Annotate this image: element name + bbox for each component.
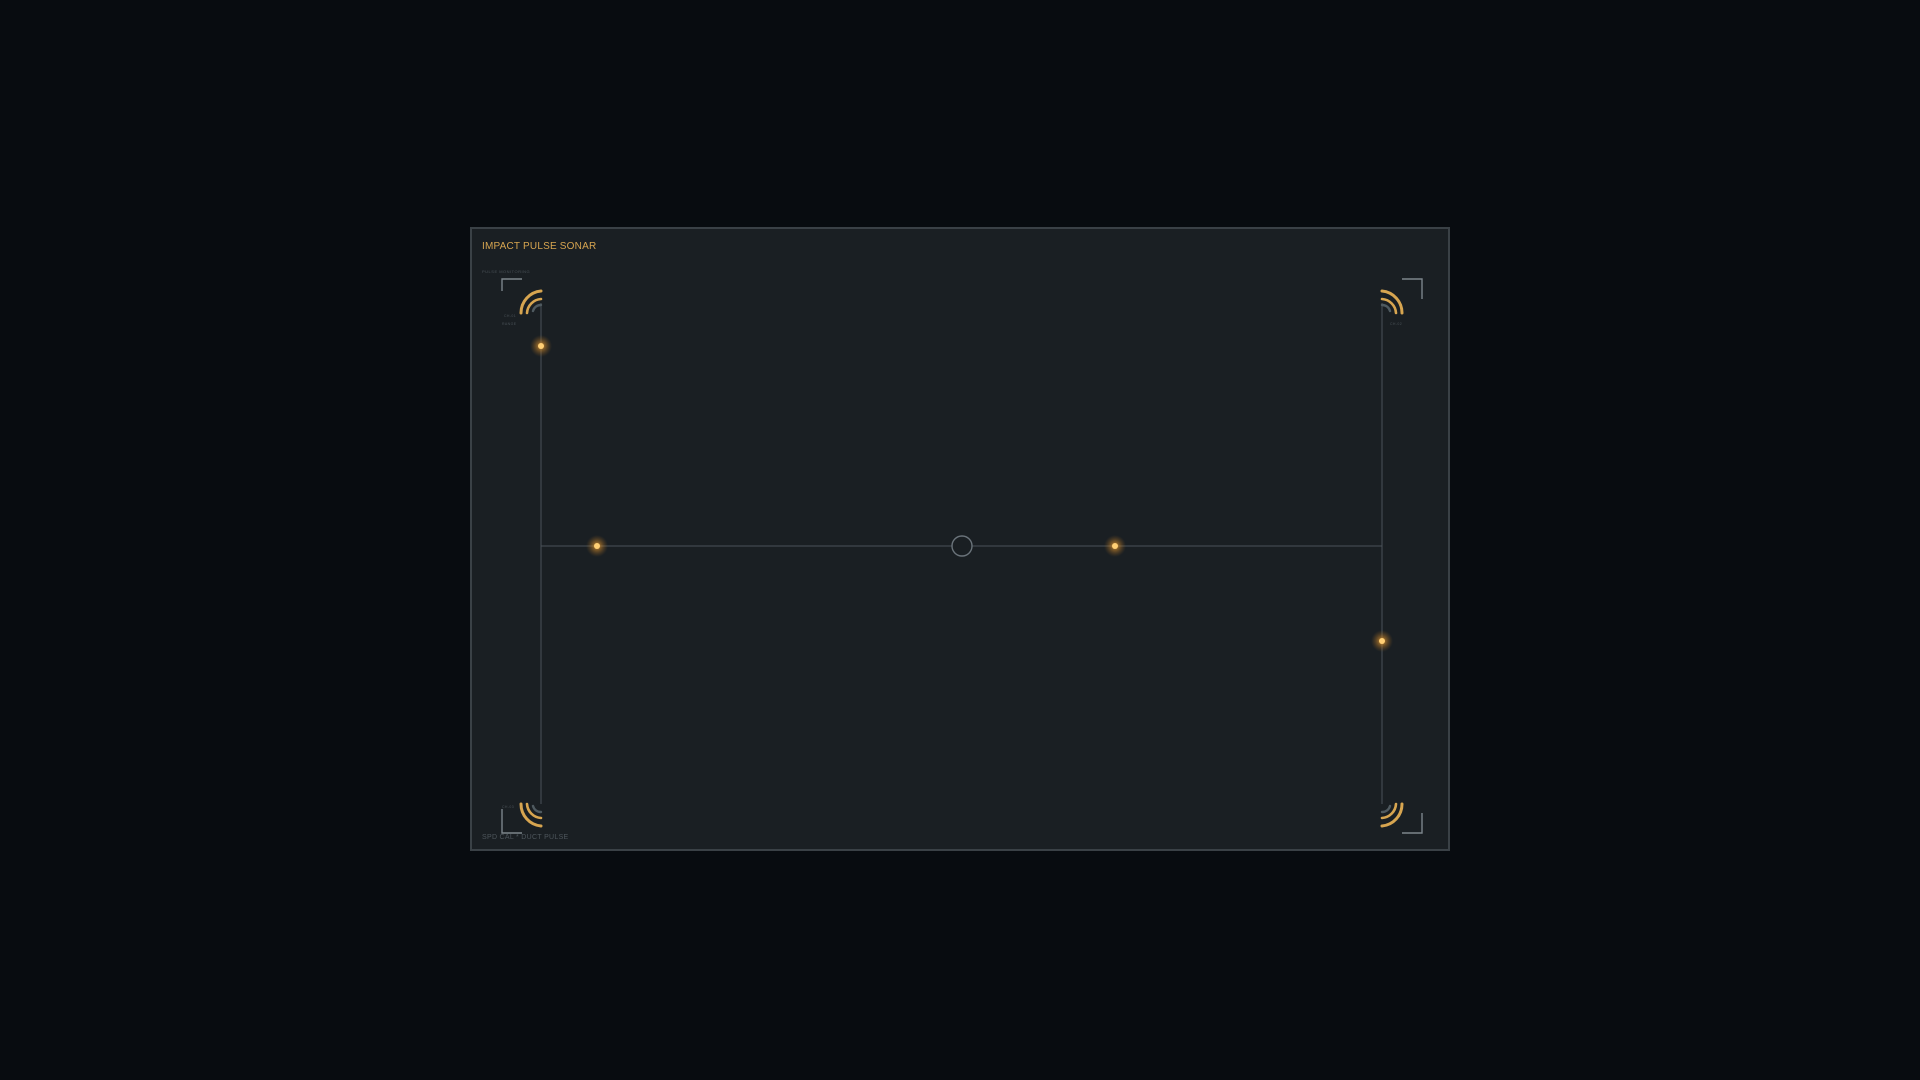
panel-footer: SPD CAL * DUCT PULSE [482, 834, 569, 841]
sonar-panel: IMPACT PULSE SONAR PULSE MONITORING CH-0… [470, 227, 1450, 851]
sonar-arc-icon [1380, 802, 1404, 828]
corner-label-top-right: CH-02 [1390, 322, 1403, 326]
pulse-node-icon[interactable] [586, 535, 608, 557]
pulse-node-icon[interactable] [1104, 535, 1126, 557]
sonar-display [501, 278, 1423, 834]
sonar-arc-icon [1380, 289, 1404, 315]
sonar-arc-icon [519, 802, 543, 828]
panel-subtitle: PULSE MONITORING [482, 269, 531, 274]
corner-bracket-icon [501, 809, 522, 834]
corner-label-bottom-left: CH-03 [502, 805, 515, 809]
panel-title: IMPACT PULSE SONAR [482, 241, 597, 252]
corner-label-top-left-a: CH-01 [504, 314, 517, 318]
corner-bracket-icon [501, 278, 522, 291]
corner-bracket-icon [1402, 813, 1423, 834]
center-target-icon[interactable] [951, 535, 973, 557]
sonar-arc-icon [519, 289, 543, 315]
pulse-node-icon[interactable] [530, 335, 552, 357]
corner-label-top-left-b: RANGE [502, 322, 517, 326]
corner-bracket-icon [1402, 278, 1423, 299]
pulse-node-icon[interactable] [1371, 630, 1393, 652]
